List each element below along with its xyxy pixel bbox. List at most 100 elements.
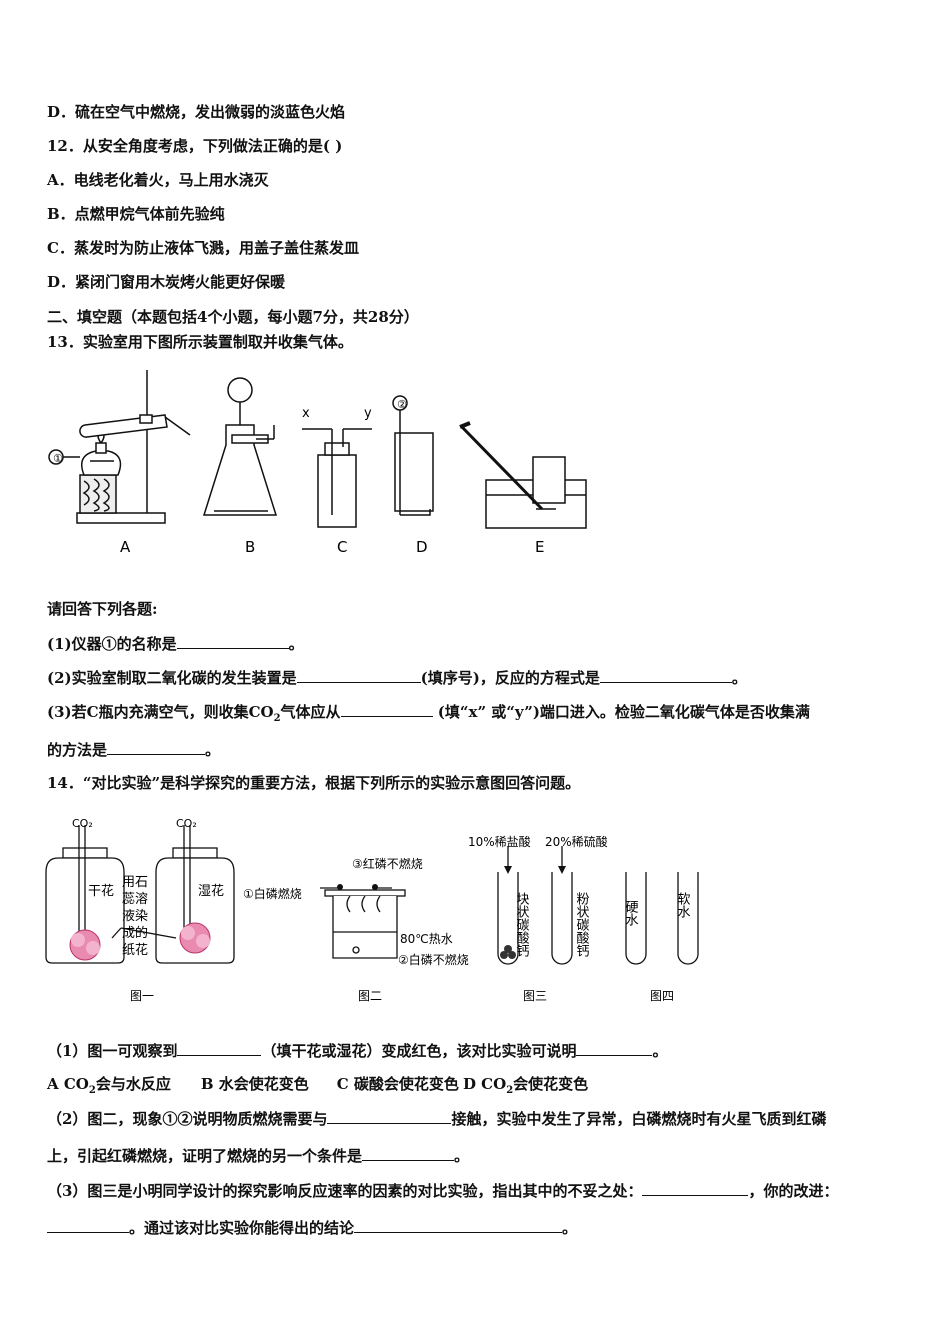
q12-option-c: C．蒸发时为防止液体飞溅，用盖子盖住蒸发皿 (47, 239, 359, 257)
label-circle-1: ① (53, 452, 63, 465)
choice-a: A CO (47, 1075, 89, 1093)
copper-plate (324, 889, 406, 897)
fig4-caption: 图四 (650, 989, 674, 1003)
q13-p3-text2: 气体应从 (280, 703, 341, 721)
fig3-tube2-label: 粉状碳酸钙 (574, 892, 590, 957)
q14-p2-text3: 上，引起红磷燃烧，证明了燃烧的另一个条件是 (47, 1147, 363, 1165)
q13-p3-text3: (填“x” 或“y”)端口进入。检验二氧化碳气体是否收集满 (432, 703, 810, 721)
circle-label-2 (392, 395, 408, 411)
test-tube-hard (625, 872, 647, 965)
fig1-flowers (69, 922, 211, 961)
answer-blank[interactable] (354, 1217, 563, 1233)
label-y: y (364, 406, 372, 421)
fig1-wet-1: 湿花 (198, 883, 224, 899)
answer-blank[interactable] (176, 633, 289, 649)
q14-p2-end: 。 (454, 1147, 470, 1165)
q13-part3-cont: 的方法是。 (47, 739, 220, 760)
fig1-co2-right: CO₂ (176, 817, 197, 830)
fig1-co2-left: CO₂ (72, 817, 93, 830)
answer-blank[interactable] (642, 1180, 749, 1196)
q13-p1-end: 。 (288, 635, 304, 653)
fig4-hard-label: 硬水 (623, 900, 639, 926)
fig3-tube1-label: 块状碳酸钙 (514, 892, 530, 957)
q13-part3: (3)若C瓶内充满空气，则收集CO2气体应从 (填“x” 或“y”)端口进入。检… (47, 701, 810, 729)
answer-blank[interactable] (177, 1040, 262, 1056)
answer-blank[interactable] (296, 667, 421, 683)
collecting-bottle (532, 456, 566, 504)
fig1-note-5: 纸花 (122, 942, 148, 958)
gas-bottle (317, 454, 357, 528)
label-circle-2: ② (397, 398, 407, 411)
fig2-caption: 图二 (358, 989, 382, 1003)
fig2-water-label: 80℃热水 (400, 932, 453, 946)
q14-p1-end: 。 (652, 1042, 668, 1060)
fig3-caption: 图三 (523, 989, 547, 1003)
q14-p3-end: 。 (562, 1219, 578, 1237)
test-tube (79, 414, 168, 438)
test-tube-1 (497, 872, 519, 965)
fig2-label-3: ③红磷不燃烧 (352, 856, 423, 871)
q13-p2-text2: (填序号)，反应的方程式是 (420, 669, 600, 687)
q14-part3-cont: 。通过该对比实验你能得出的结论 。 (47, 1217, 577, 1238)
answer-blank[interactable] (576, 1040, 653, 1056)
fig1-caption: 图一 (130, 989, 154, 1003)
q14-p1-text2: （填干花或湿花）变成红色，该对比实验可说明 (261, 1042, 577, 1060)
q14-p1-text: （1）图一可观察到 (47, 1042, 178, 1060)
q14-p3-text: （3）图三是小明同学设计的探究影响反应速率的因素的对比实验，指出其中的不妥之处： (47, 1182, 643, 1200)
q11-option-d: D．硫在空气中燃烧，发出微弱的淡蓝色火焰 (47, 103, 346, 121)
inverted-bottle (394, 432, 434, 512)
circle-label-1 (48, 449, 64, 465)
answer-blank[interactable] (327, 1108, 452, 1124)
fig1-jar-right (155, 857, 235, 964)
test-tube-soft (677, 872, 699, 965)
fig4-soft-label: 软水 (675, 892, 691, 918)
fig1-dry-1: 干花 (88, 883, 114, 899)
delivery-tube (460, 425, 544, 511)
stand-base (76, 512, 166, 524)
alcohol-lamp (81, 450, 122, 476)
label-b: B (245, 538, 255, 556)
q14-part2-cont: 上，引起红磷燃烧，证明了燃烧的另一个条件是 。 (47, 1145, 469, 1166)
q13-p1-text: (1)仪器①的名称是 (47, 635, 177, 653)
q14-p3-text3: 。通过该对比实验你能得出的结论 (129, 1219, 355, 1237)
q12-stem: 12．从安全角度考虑，下列做法正确的是( ) (47, 137, 343, 155)
q13-part2: (2)实验室制取二氧化碳的发生装置是 (填序号)，反应的方程式是 。 (47, 667, 747, 688)
q14-part3: （3）图三是小明同学设计的探究影响反应速率的因素的对比实验，指出其中的不妥之处：… (47, 1180, 838, 1201)
answer-blank[interactable] (107, 739, 206, 755)
fig1-note-1: 用石 (122, 875, 148, 890)
test-tube-2 (551, 872, 573, 965)
subscript-2: 2 (506, 1085, 514, 1096)
red-phosphorus (372, 884, 378, 890)
q14-part2: （2）图二，现象①②说明物质燃烧需要与 接触，实验中发生了异常，白磷燃烧时有火星飞… (47, 1108, 826, 1129)
section2-heading: 二、填空题（本题包括4个小题，每小题7分，共28分） (47, 308, 419, 326)
answer-blank[interactable] (599, 667, 732, 683)
long-neck-funnel (227, 377, 253, 403)
fig1-note-3: 液染 (122, 909, 148, 924)
beaker (332, 896, 398, 959)
q13-p2-end: 。 (731, 669, 747, 687)
q14-experiment-figure: CO₂ CO₂ 干花 湿花 用石 蕊溶 液染 成的 纸花 图一 ①白磷燃烧 ③红… (45, 817, 699, 1003)
label-c: C (337, 538, 347, 556)
answer-blank[interactable] (362, 1145, 455, 1161)
q13-stem: 13．实验室用下图所示装置制取并收集气体。 (47, 333, 353, 351)
answer-blank[interactable] (340, 701, 433, 717)
q13-p3-end: 。 (205, 741, 221, 759)
choice-d-text: 会使花变色 (513, 1075, 589, 1093)
q14-stem: 14．“对比实验”是科学探究的重要方法，根据下列所示的实验示意图回答问题。 (47, 774, 581, 792)
choice-c: C 碳酸会使花变色 (336, 1075, 459, 1093)
q14-p2-text: （2）图二，现象①②说明物质燃烧需要与 (47, 1110, 328, 1128)
q13-p2-text: (2)实验室制取二氧化碳的发生装置是 (47, 669, 297, 687)
choice-b: B 水会使花变色 (200, 1075, 309, 1093)
fig3-acid2: 20%稀硫酸 (545, 834, 608, 849)
q13-part1: (1)仪器①的名称是 。 (47, 633, 304, 654)
label-a: A (120, 538, 131, 556)
fig1-note-2: 蕊溶 (122, 892, 148, 907)
fig3-acid1: 10%稀盐酸 (468, 834, 531, 849)
choice-a-text: 会与水反应 (95, 1075, 171, 1093)
answer-blank[interactable] (47, 1217, 129, 1233)
q12-option-b: B．点燃甲烷气体前先验纯 (47, 205, 225, 223)
q13-prompt: 请回答下列各题: (47, 600, 158, 618)
q14-p2-text2: 接触，实验中发生了异常，白磷燃烧时有火星飞质到红磷 (451, 1110, 827, 1128)
q12-option-d: D．紧闭门窗用木炭烤火能更好保暖 (47, 273, 286, 291)
